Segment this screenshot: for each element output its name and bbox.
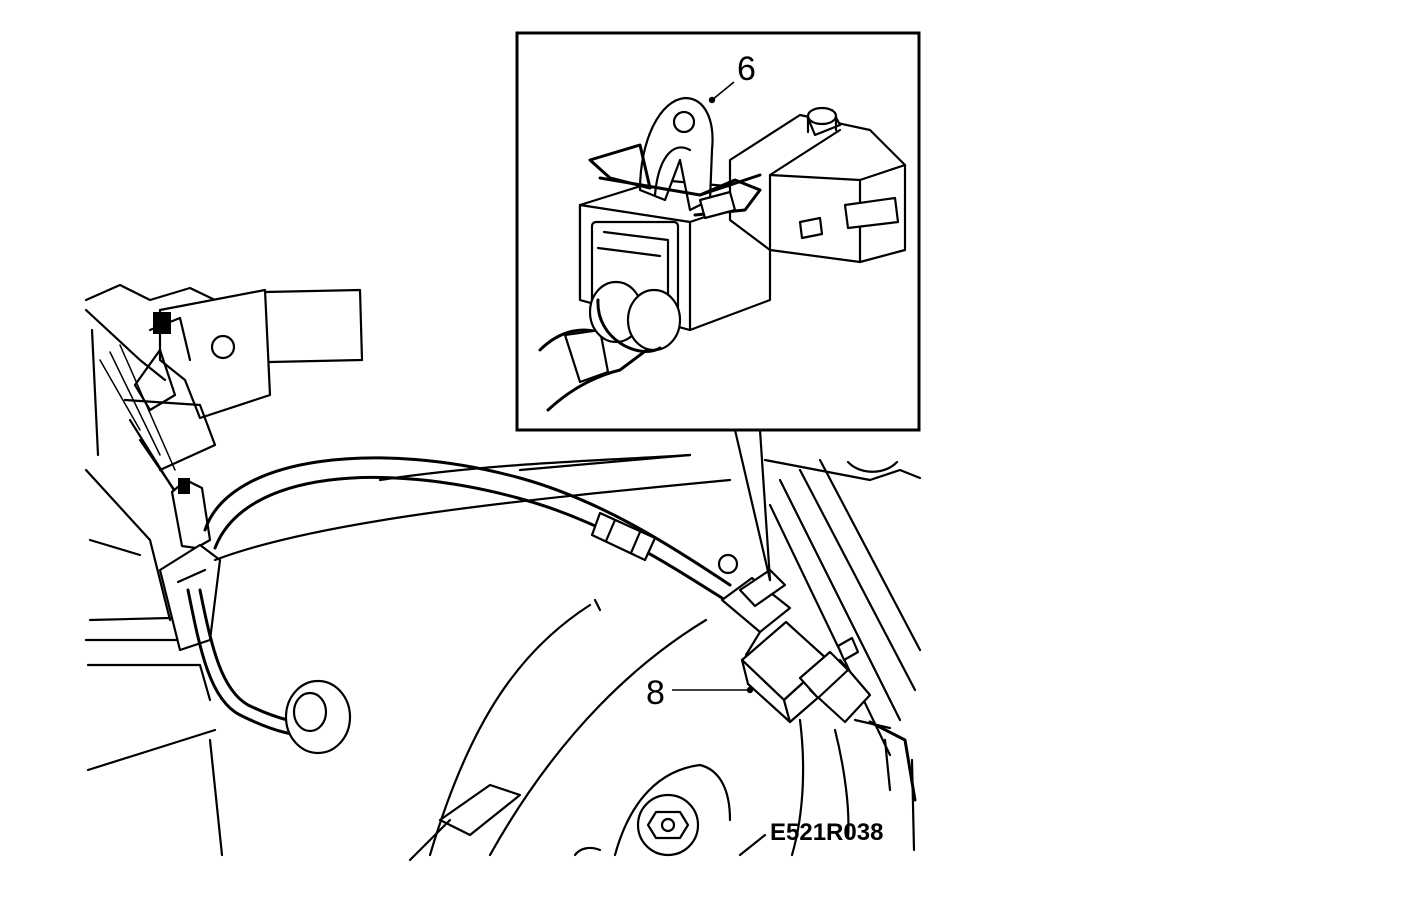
- body-panel-right: [763, 458, 922, 852]
- callout-6: 6: [708, 50, 756, 104]
- cable-lower-routing: [186, 588, 352, 755]
- sensor-cable: [203, 456, 732, 600]
- locating-hole: [717, 553, 739, 575]
- wheelhouse: [213, 453, 850, 862]
- connector-main: [720, 568, 872, 724]
- inset-leader: [733, 428, 772, 582]
- figure-code: E521R038: [770, 819, 883, 846]
- detail-inset: [515, 31, 921, 432]
- main-view: [84, 283, 922, 862]
- callout-6-label: 6: [737, 50, 756, 88]
- callout-8-label: 8: [646, 674, 665, 712]
- sensor-mount: [158, 478, 222, 652]
- callout-8: 8: [646, 674, 754, 712]
- bolt: [636, 793, 700, 857]
